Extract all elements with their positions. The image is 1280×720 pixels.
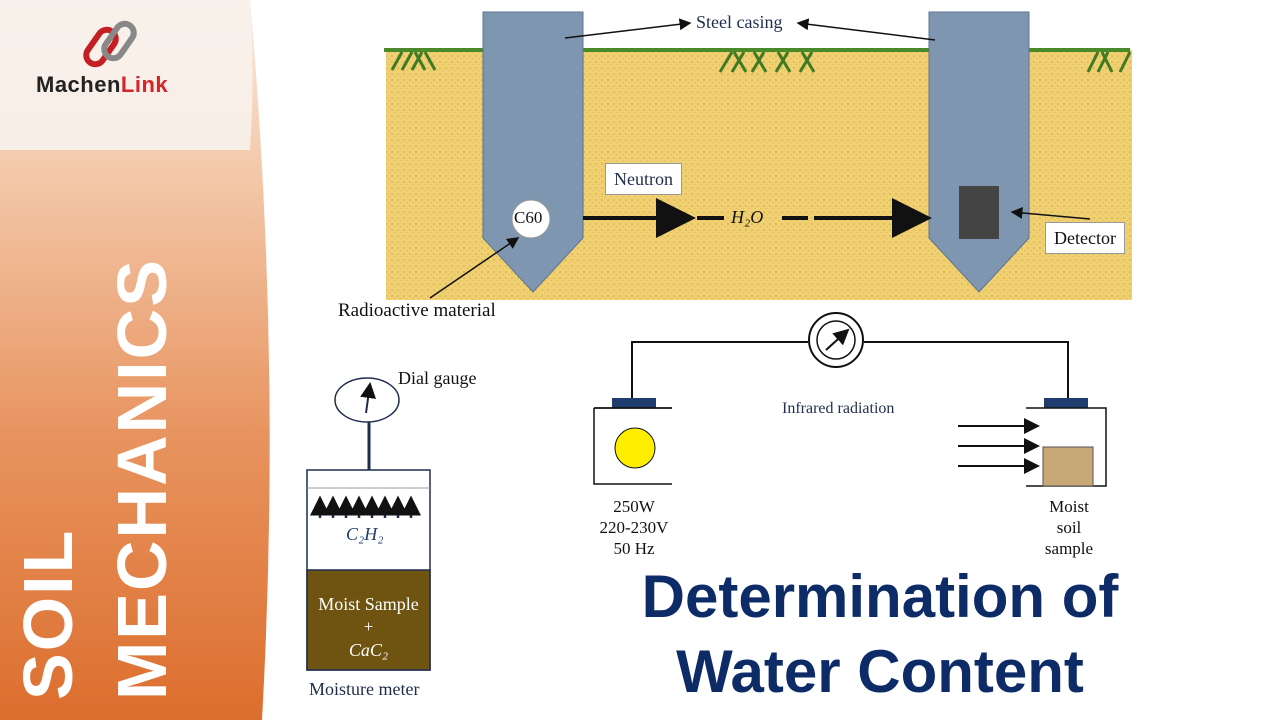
grass-icon	[390, 51, 1132, 73]
detector-box	[959, 186, 999, 239]
neutron-label: Neutron	[605, 163, 682, 195]
steel-casing-label: Steel casing	[696, 12, 783, 32]
title-line2: Water Content	[676, 638, 1084, 705]
infrared-label: Infrared radiation	[782, 400, 895, 417]
sample-line3: CaC₂	[348, 640, 389, 660]
radioactive-label: Radioactive material	[338, 300, 496, 321]
dial-gauge-label: Dial gauge	[398, 368, 477, 388]
logo-icon	[83, 20, 137, 68]
water-label: H₂O	[731, 207, 764, 227]
infrared-setup	[593, 312, 1107, 487]
radioactive-source	[511, 199, 551, 239]
sidebar: MachenLink SOIL MECHANICS	[0, 0, 280, 720]
source-label: C60	[514, 208, 543, 227]
moisture-meter	[306, 377, 431, 671]
lamp-spec-2: 220-230V	[599, 518, 669, 537]
lamp-spec-1: 250W	[613, 497, 655, 516]
gas-label: C₂H₂	[346, 524, 384, 544]
detector-label: Detector	[1045, 222, 1125, 254]
brand-logo: MachenLink	[36, 72, 168, 98]
lamp-spec-3: 50 Hz	[613, 539, 655, 558]
moisture-meter-caption: Moisture meter	[309, 679, 420, 699]
brand-name-1: Machen	[36, 72, 121, 97]
leader-lines	[429, 18, 1091, 299]
soil-sample-3: sample	[1044, 539, 1094, 558]
lamp-icon	[614, 427, 656, 469]
sample-line1: Moist Sample	[318, 594, 419, 614]
soil-sample-2: soil	[1056, 518, 1082, 537]
brand-name-2: Link	[120, 72, 169, 97]
soil-sample-box	[1042, 446, 1094, 487]
sidebar-background	[0, 0, 270, 720]
soil-sample-1: Moist	[1049, 497, 1089, 516]
sample-line2: +	[363, 617, 374, 636]
left-casing	[482, 11, 584, 293]
title-line1: Determination of	[641, 563, 1119, 630]
right-casing	[928, 11, 1030, 293]
